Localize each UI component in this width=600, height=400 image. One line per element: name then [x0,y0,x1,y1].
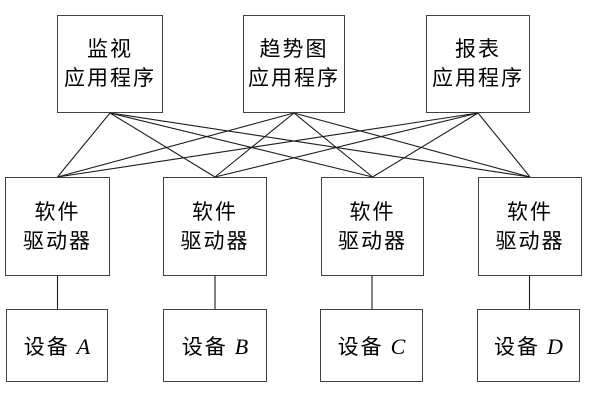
node-label: 应用程序 [64,66,156,90]
connector-line [214,112,479,178]
connector-line [109,112,373,178]
node-label: 软件 [34,199,81,224]
node-label: 驱动器 [338,228,407,253]
connector-line [109,112,216,178]
node-software-driver-1: 软件 驱动器 [5,177,110,276]
connector-line [57,112,111,178]
node-label: 软件 [507,199,553,224]
device-letter: B [234,333,249,359]
node-trend-app: 趋势图 应用程序 [243,15,345,113]
device-letter: A [76,333,91,359]
device-prefix: 设备 [494,334,541,359]
device-letter: D [547,333,563,359]
node-label: 软件 [349,199,396,224]
node-software-driver-4: 软件 驱动器 [478,177,582,276]
node-label: 软件 [192,199,238,224]
connector-line [57,112,479,178]
node-software-driver-3: 软件 驱动器 [321,177,424,276]
connector-line [57,112,295,178]
connector-line [293,112,531,178]
node-label: 驱动器 [495,228,565,253]
device-prefix: 设备 [23,334,70,359]
node-label: 监视 [87,37,133,61]
connector-line [477,112,531,178]
node-label: 报表 [455,37,501,61]
device-prefix: 设备 [181,334,228,359]
node-label: 应用程序 [248,66,340,90]
node-monitor-app: 监视 应用程序 [57,15,163,113]
node-label: 驱动器 [23,228,92,253]
node-label: 趋势图 [259,37,329,61]
device-prefix: 设备 [337,334,384,359]
connector-line [214,112,295,178]
device-letter: C [390,333,406,359]
node-label: 驱动器 [180,228,250,253]
node-software-driver-2: 软件 驱动器 [163,177,267,276]
connector-line [372,112,479,178]
connector-line [293,112,373,178]
node-label: 应用程序 [432,66,524,90]
node-report-app: 报表 应用程序 [426,15,530,113]
connector-line [109,112,531,178]
